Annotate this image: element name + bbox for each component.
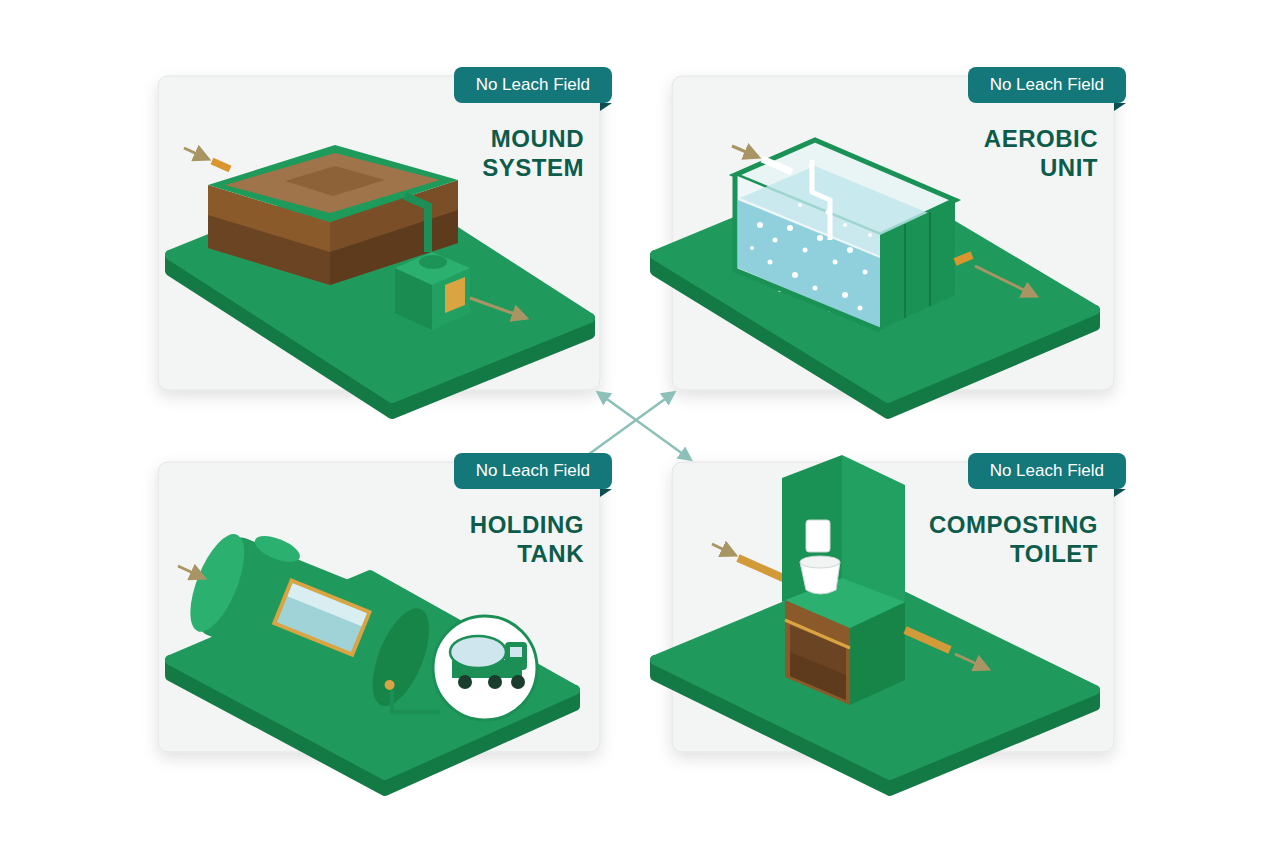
air-bubbles (847, 247, 853, 253)
toilet-icon (806, 520, 830, 552)
air-bubbles (843, 223, 847, 227)
pump-truck (458, 675, 472, 689)
pump-truck (450, 636, 506, 668)
mound-illustration (212, 161, 230, 169)
badge-tag: No Leach Field (968, 67, 1126, 103)
pump-truck (488, 675, 502, 689)
holding-tank-illustration (251, 531, 303, 568)
aerobic-illustration (735, 175, 880, 330)
toilet-icon (800, 556, 840, 568)
composting-illustration (785, 578, 905, 628)
tag-label: No Leach Field (990, 461, 1104, 481)
holding-tank-illustration (170, 516, 575, 791)
air-bubbles (750, 246, 754, 250)
badge-tag: No Leach Field (968, 453, 1126, 489)
mound-illustration (170, 175, 590, 398)
card-title: AEROBIC UNIT (984, 124, 1098, 183)
holding-tank-illustration (179, 527, 255, 638)
mound-illustration (170, 145, 590, 414)
mound-illustration (184, 148, 208, 159)
aerobic-illustration (929, 212, 931, 306)
system-card: AEROBIC UNIT No Leach Field (672, 76, 1114, 390)
aerobic-illustration (655, 140, 1095, 414)
air-bubbles (833, 260, 838, 265)
system-card: MOUND SYSTEM No Leach Field (158, 76, 600, 390)
air-bubbles (792, 272, 798, 278)
pump-truck (510, 647, 522, 657)
aerobic-illustration (880, 200, 955, 330)
card-title: MOUND SYSTEM (482, 124, 584, 183)
badge-tag: No Leach Field (454, 67, 612, 103)
aerobic-illustration (955, 255, 972, 262)
air-bubbles (863, 270, 868, 275)
toilet-icon (800, 520, 840, 594)
aerobic-illustration (762, 159, 792, 172)
holding-tank-illustration (433, 616, 537, 720)
air-bubbles (803, 248, 808, 253)
aerobic-illustration (975, 266, 1036, 296)
aerobic-illustration (904, 224, 906, 318)
air-bubbles (768, 260, 773, 265)
air-bubbles (868, 233, 872, 237)
air-bubbles (750, 203, 872, 312)
badge-tag: No Leach Field (454, 453, 612, 489)
air-bubbles (787, 225, 793, 231)
tag-label: No Leach Field (476, 461, 590, 481)
composting-illustration (782, 455, 842, 602)
mound-illustration (445, 277, 465, 313)
composting-illustration (712, 544, 735, 555)
mound-illustration (208, 215, 330, 285)
composting-illustration (905, 630, 950, 650)
air-bubbles (773, 238, 778, 243)
air-bubbles (798, 203, 802, 207)
air-bubbles (817, 235, 823, 241)
composting-illustration (655, 575, 1095, 775)
air-bubbles (842, 292, 848, 298)
connector-arrow (598, 392, 691, 459)
toilet-icon (800, 557, 840, 594)
composting-illustration (790, 625, 846, 700)
holding-tank-illustration (392, 690, 440, 712)
mound-illustration (285, 166, 385, 196)
holding-tank-illustration (287, 583, 366, 626)
composting-illustration (790, 652, 846, 700)
composting-illustration (785, 620, 850, 648)
composting-illustration (955, 654, 988, 669)
air-bubbles (757, 222, 763, 228)
air-bubbles (858, 306, 863, 311)
aerobic-illustration (812, 160, 830, 240)
system-card: COMPOSTING TOILET No Leach Field (672, 462, 1114, 752)
pump-truck (450, 636, 527, 689)
aerobic-illustration (732, 146, 758, 157)
mound-illustration (225, 153, 440, 213)
holding-tank-illustration (179, 516, 445, 713)
mound-illustration (208, 145, 458, 222)
holding-tank-illustration (383, 678, 396, 691)
pump-truck (505, 642, 527, 670)
tag-label: No Leach Field (990, 75, 1104, 95)
system-card: HOLDING TANK No Leach Field (158, 462, 600, 752)
mound-illustration (419, 255, 447, 269)
card-title: COMPOSTING TOILET (929, 510, 1098, 569)
mound-illustration (470, 298, 526, 318)
air-bubbles (813, 286, 818, 291)
pump-truck (511, 675, 525, 689)
tag-label: No Leach Field (476, 75, 590, 95)
mound-illustration (405, 196, 428, 252)
connector-arrow (582, 392, 675, 459)
card-title: HOLDING TANK (470, 510, 584, 569)
holding-tank-illustration (274, 581, 369, 655)
holding-tank-illustration (178, 566, 204, 578)
composting-illustration (655, 455, 1095, 791)
holding-tank-illustration (361, 601, 441, 714)
